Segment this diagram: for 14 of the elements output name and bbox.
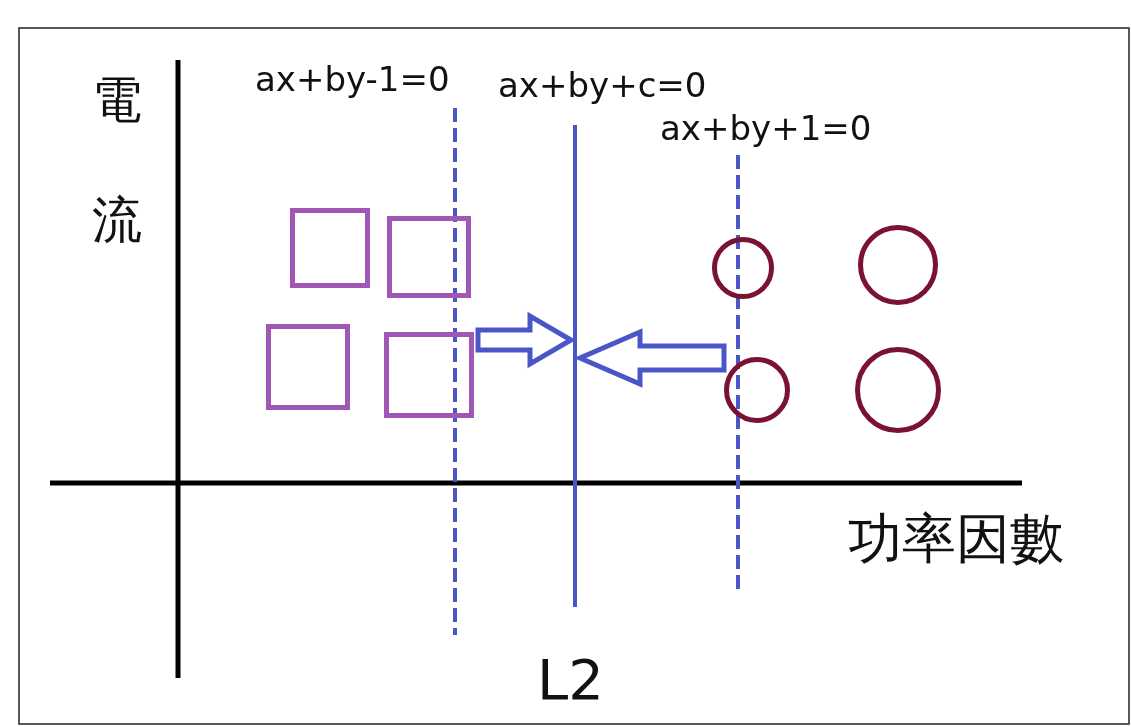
square-marker — [290, 208, 370, 288]
axis-label: 電流 — [92, 70, 143, 251]
equation-label: ax+by+1=0 — [660, 111, 872, 145]
line-label: L2 — [537, 652, 604, 708]
square-marker — [387, 216, 471, 298]
square-marker — [266, 324, 350, 410]
axis-label: 功率因數 — [848, 512, 1064, 566]
circle-marker — [712, 237, 774, 299]
circle-marker — [724, 357, 790, 423]
circle-marker — [855, 347, 941, 433]
square-marker — [384, 332, 474, 418]
circle-marker — [858, 225, 938, 305]
equation-label: ax+by+c=0 — [498, 68, 707, 102]
equation-label: ax+by-1=0 — [255, 62, 450, 96]
